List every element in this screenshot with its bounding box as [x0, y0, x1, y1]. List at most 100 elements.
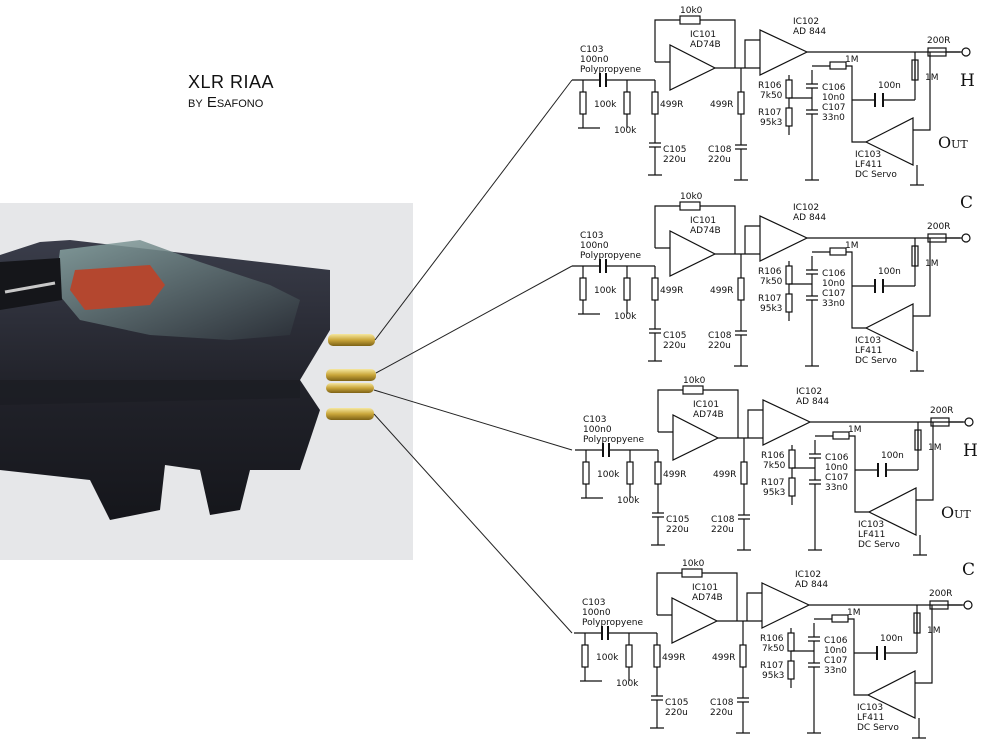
- label-r106-value: 7k50: [763, 461, 786, 471]
- label-ic103: IC103: [858, 520, 884, 530]
- label-r-servo: 1M: [845, 241, 859, 251]
- label-feedback-r: 10k0: [680, 192, 703, 202]
- stage-wiring: [574, 568, 973, 739]
- label-ic102: IC102: [795, 570, 821, 580]
- label-c-servo: 100n: [880, 634, 903, 644]
- label-c107-value: 33n0: [822, 113, 845, 123]
- label-ic103: IC103: [855, 336, 881, 346]
- label-ic102-part: AD 844: [793, 213, 826, 223]
- label-servo: DC Servo: [857, 723, 899, 733]
- label-r-mid: 499R: [712, 653, 735, 663]
- label-ic101-part: AD74B: [690, 40, 721, 50]
- pin-3: [326, 383, 374, 393]
- label-ic101: IC101: [690, 216, 716, 226]
- label-ic102: IC102: [796, 387, 822, 397]
- label-c103-type: Polypropyene: [582, 618, 643, 628]
- label-c107-value: 33n0: [824, 666, 847, 676]
- label-ic102-part: AD 844: [795, 580, 828, 590]
- label-r-mid: 499R: [713, 470, 736, 480]
- label-ic101: IC101: [693, 400, 719, 410]
- cartridge-photo: [0, 203, 413, 560]
- label-c103-value: 100n0: [583, 425, 612, 435]
- label-r-in-2: 100k: [616, 679, 639, 689]
- stage-2: C103100n0Polypropyene100k100k499RC105220…: [572, 192, 973, 372]
- stage-wiring: [572, 201, 971, 372]
- label-c103-value: 100n0: [580, 241, 609, 251]
- label-c107: C107: [825, 473, 848, 483]
- label-c103-type: Polypropyene: [580, 65, 641, 75]
- label-r-servo: 1M: [847, 608, 861, 618]
- stage-1: C103100n0Polypropyene100k100k499RC105220…: [572, 6, 975, 186]
- label-ic102-part: AD 844: [793, 27, 826, 37]
- pin-1: [328, 334, 375, 346]
- label-c105: C105: [663, 145, 686, 155]
- label-r107: R107: [760, 661, 783, 671]
- schematic-stages: C103100n0Polypropyene100k100k499RC105220…: [572, 6, 978, 739]
- label-c103-type: Polypropyene: [580, 251, 641, 261]
- label-r107-value: 95k3: [760, 304, 782, 314]
- label-c-servo: 100n: [878, 81, 901, 91]
- stage-wiring: [572, 15, 971, 186]
- label-ic102: IC102: [793, 17, 819, 27]
- label-c106: C106: [824, 636, 848, 646]
- label-c105: C105: [666, 515, 689, 525]
- label-c107-value: 33n0: [822, 299, 845, 309]
- label-c105: C105: [663, 331, 686, 341]
- label-ic101-part: AD74B: [690, 226, 721, 236]
- label-r107: R107: [761, 478, 784, 488]
- label-c106: C106: [825, 453, 849, 463]
- terminal-label: C: [962, 560, 975, 580]
- label-feedback-r: 10k0: [680, 6, 703, 16]
- label-c106-value: 10n0: [825, 463, 848, 473]
- label-r-gnd: 499R: [660, 100, 683, 110]
- label-c103-value: 100n0: [580, 55, 609, 65]
- label-r-servo: 1M: [848, 425, 862, 435]
- stage-3: C103100n0Polypropyene100k100k499RC105220…: [575, 376, 978, 556]
- label-r-out: 200R: [927, 222, 950, 232]
- label-c103-type: Polypropyene: [583, 435, 644, 445]
- label-c105-value: 220u: [665, 708, 688, 718]
- label-r-in-2: 100k: [617, 496, 640, 506]
- label-c105-value: 220u: [666, 525, 689, 535]
- label-r107-value: 95k3: [762, 671, 784, 681]
- label-feedback-r: 10k0: [682, 559, 705, 569]
- label-r-in-2: 100k: [614, 312, 637, 322]
- label-r-in-1: 100k: [594, 100, 617, 110]
- label-c108: C108: [710, 698, 734, 708]
- label-r-out: 200R: [929, 589, 952, 599]
- terminal-label: C: [960, 193, 973, 213]
- label-r-in-1: 100k: [596, 653, 619, 663]
- label-r-out-shunt: 1M: [928, 443, 942, 453]
- label-c105: C105: [665, 698, 688, 708]
- label-r-out-shunt: 1M: [925, 259, 939, 269]
- label-ic103-part: LF411: [855, 346, 882, 356]
- label-r106: R106: [758, 81, 782, 91]
- label-r-in-2: 100k: [614, 126, 637, 136]
- label-c108-value: 220u: [711, 525, 734, 535]
- pin-4: [326, 408, 374, 420]
- label-r106-value: 7k50: [760, 91, 783, 101]
- label-c103: C103: [580, 231, 603, 241]
- label-c106-value: 10n0: [822, 93, 845, 103]
- label-c108: C108: [711, 515, 735, 525]
- label-feedback-r: 10k0: [683, 376, 706, 386]
- label-r-out-shunt: 1M: [927, 626, 941, 636]
- label-ic101: IC101: [692, 583, 718, 593]
- output-label: Out: [941, 503, 971, 522]
- label-c108-value: 220u: [708, 155, 731, 165]
- label-r-in-1: 100k: [597, 470, 620, 480]
- label-r106: R106: [760, 634, 784, 644]
- label-ic101-part: AD74B: [692, 593, 723, 603]
- label-c108: C108: [708, 331, 732, 341]
- output-label: Out: [938, 133, 968, 152]
- stage-wiring: [575, 385, 974, 556]
- label-c103-value: 100n0: [582, 608, 611, 618]
- label-ic103: IC103: [855, 150, 881, 160]
- label-r-mid: 499R: [710, 100, 733, 110]
- label-c106: C106: [822, 269, 846, 279]
- label-ic102: IC102: [793, 203, 819, 213]
- label-c-servo: 100n: [881, 451, 904, 461]
- label-ic102-part: AD 844: [796, 397, 829, 407]
- label-r-out-shunt: 1M: [925, 73, 939, 83]
- label-c107: C107: [822, 289, 845, 299]
